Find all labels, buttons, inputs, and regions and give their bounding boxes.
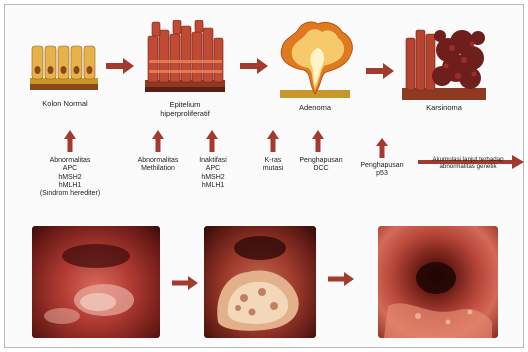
cause-line: p53 bbox=[354, 170, 410, 178]
cause-line: (Sindrom herediter) bbox=[20, 190, 120, 198]
cause-arrow-3 bbox=[206, 130, 218, 152]
cause-line: hMSH2 bbox=[20, 174, 120, 182]
cause-line: hMSH2 bbox=[188, 174, 238, 182]
hyperproliferative-epithelium-illustration bbox=[143, 20, 227, 96]
cause-line: APC bbox=[20, 165, 120, 173]
cause-line: APC bbox=[188, 165, 238, 173]
cause-arrow-2 bbox=[152, 130, 164, 152]
photo-arrow-2 bbox=[328, 272, 354, 286]
cause-label-p53: Penghapusan p53 bbox=[354, 162, 410, 179]
cause-label-kras: K-ras mutasi bbox=[252, 157, 294, 174]
cause-line: K-ras bbox=[252, 157, 294, 165]
cause-line: hMLH1 bbox=[20, 182, 120, 190]
cause-line: Abnormalitas bbox=[126, 157, 190, 165]
cause-arrow-6 bbox=[376, 138, 388, 158]
cause-line: hMLH1 bbox=[188, 182, 238, 190]
normal-colon-illustration bbox=[28, 40, 102, 94]
carcinoma-lesion bbox=[378, 226, 498, 338]
stage-arrow-2 bbox=[240, 58, 268, 74]
cause-line: Penghapusan bbox=[354, 162, 410, 170]
stage-label-line: hiperproliferatif bbox=[140, 110, 230, 119]
cause-line: Penghapusan bbox=[293, 157, 349, 165]
endoscopy-carcinoma-photo bbox=[378, 226, 498, 338]
cause-line: Inaktifasi bbox=[188, 157, 238, 165]
cause-label-hereditary: Abnormalitas APC hMSH2 hMLH1 (Sindrom he… bbox=[20, 157, 120, 198]
stage-label-adenoma: Adenoma bbox=[280, 104, 350, 113]
endoscopy-normal-colon-photo bbox=[32, 226, 160, 338]
cause-label-methylation: Abnormalitas Methilation bbox=[126, 157, 190, 174]
cause-label-dcc: Penghapusan DCC bbox=[293, 157, 349, 174]
stage-label-carcinoma: Karsinoma bbox=[402, 104, 486, 113]
cause-line: mutasi bbox=[252, 165, 294, 173]
stage-arrow-3 bbox=[366, 63, 394, 79]
stage-label-normal-colon: Kolon Normal bbox=[28, 100, 102, 109]
cause-line: DCC bbox=[293, 165, 349, 173]
cause-line: Methilation bbox=[126, 165, 190, 173]
cause-arrow-1 bbox=[64, 130, 76, 152]
normal-colon-lesion bbox=[32, 226, 160, 338]
stage-arrow-1 bbox=[106, 58, 134, 74]
carcinoma-illustration bbox=[400, 20, 488, 104]
adenoma-illustration bbox=[272, 16, 358, 100]
cause-arrow-5 bbox=[312, 130, 324, 152]
adenoma-polyp-lesion bbox=[204, 226, 316, 338]
photo-arrow-1 bbox=[172, 276, 198, 290]
cause-label-accumulation: Akumulasi lanjut terhadap abnormalitas g… bbox=[414, 156, 522, 170]
endoscopy-adenoma-polyp-photo bbox=[204, 226, 316, 338]
cause-arrow-4 bbox=[267, 130, 279, 152]
cause-line: Akumulasi lanjut terhadap bbox=[414, 156, 522, 163]
cause-label-inactivation: Inaktifasi APC hMSH2 hMLH1 bbox=[188, 157, 238, 190]
cause-line: Abnormalitas bbox=[20, 157, 120, 165]
stage-label-hyperproliferative: Epitelium hiperproliferatif bbox=[140, 101, 230, 118]
cause-line: abnormalitas genetik bbox=[414, 163, 522, 170]
